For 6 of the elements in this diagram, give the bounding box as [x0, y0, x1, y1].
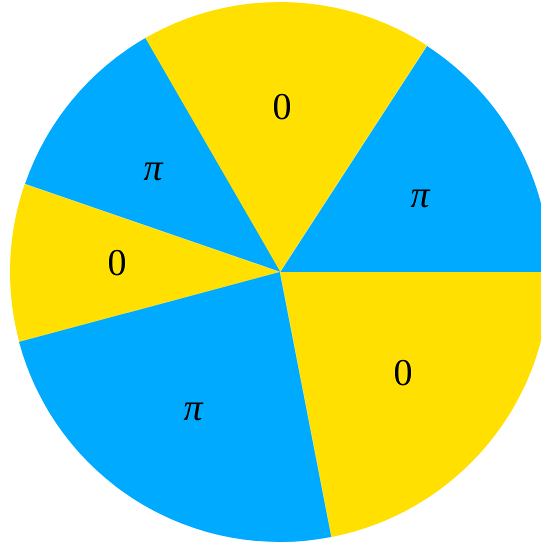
sector-label: π — [410, 176, 430, 214]
sector-label: 0 — [272, 88, 292, 126]
sector-label: π — [143, 148, 162, 187]
sector-label: π — [183, 389, 202, 427]
sector-label: 0 — [394, 354, 412, 392]
sector-label: 0 — [108, 244, 126, 282]
